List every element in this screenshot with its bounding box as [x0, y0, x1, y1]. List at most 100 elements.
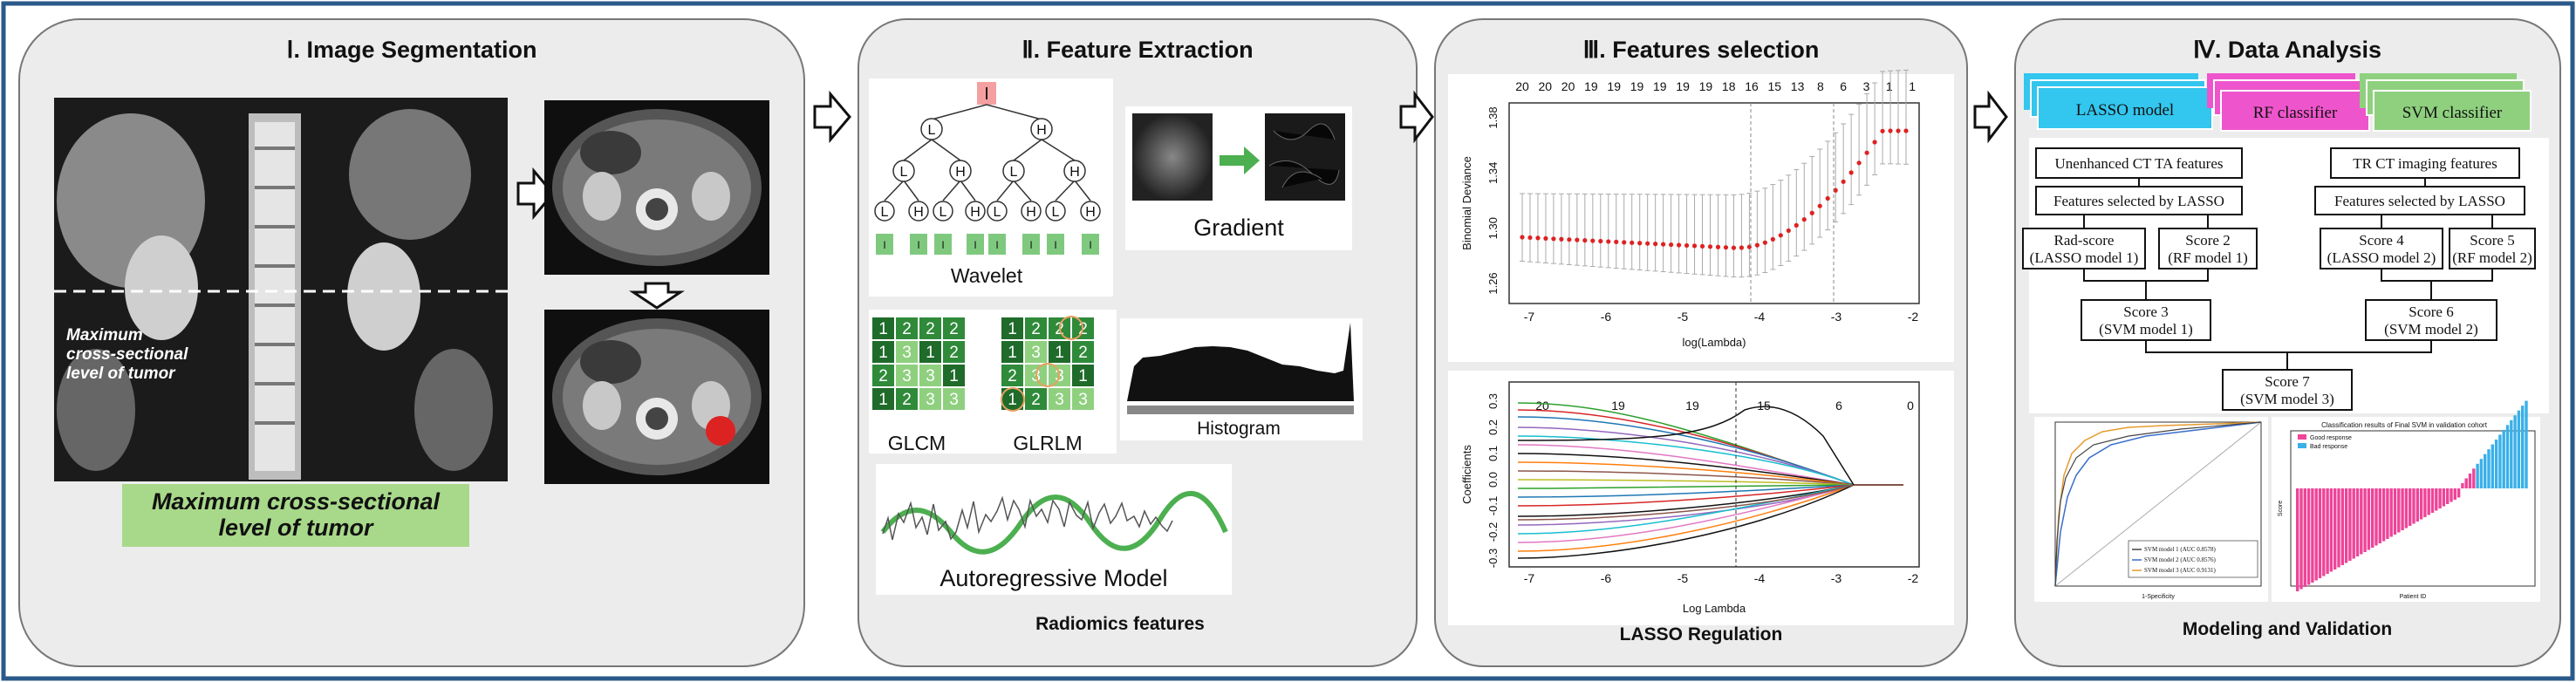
panel-feature-extraction: Ⅱ. Feature Extraction I	[858, 18, 1418, 667]
matrix-value: 2	[1008, 367, 1017, 385]
wavelet-leaf: I	[917, 239, 919, 251]
cv-point	[1590, 238, 1595, 243]
cv-top-tick: 20	[1515, 79, 1529, 93]
path-ylabel: Coefficients	[1460, 445, 1473, 504]
cv-xtick: -3	[1831, 310, 1842, 324]
waterfall-bar	[2355, 488, 2360, 556]
path-ytick: 0.0	[1486, 472, 1500, 488]
cv-point	[1622, 240, 1627, 245]
matrix-cell	[1049, 388, 1070, 410]
waterfall-bar	[2306, 488, 2311, 585]
cv-point	[1527, 235, 1533, 241]
cv-top-tick: 19	[1653, 79, 1667, 93]
waterfall-bar	[2491, 444, 2494, 488]
gradient-label: Gradient	[1193, 215, 1284, 241]
cv-point	[1535, 235, 1541, 241]
model-tabs: LASSO model RF classifier SVM classifier	[2024, 73, 2532, 132]
path-ytick: -0.2	[1486, 522, 1500, 542]
wavelet-node: H	[970, 205, 981, 220]
path-ytick: 0.1	[1486, 446, 1500, 461]
cv-point	[1669, 242, 1674, 248]
tumor-roi	[706, 416, 735, 446]
coef-path	[1517, 484, 1903, 521]
waterfall-bar	[2484, 454, 2487, 488]
coef-path	[1517, 484, 1903, 543]
matrix-cell	[896, 388, 918, 410]
cv-top-tick: 6	[1840, 79, 1847, 93]
waterfall-bar	[2502, 429, 2505, 488]
waterfall-bar	[2498, 434, 2502, 488]
cv-point	[1817, 203, 1822, 208]
matrix-cell	[1001, 365, 1023, 386]
cv-top-tick: 3	[1863, 79, 1870, 93]
matrix-value: 1	[926, 344, 935, 362]
matrix-value: 1	[878, 320, 888, 338]
path-xtick: -5	[1677, 571, 1689, 585]
coef-path	[1517, 484, 1903, 535]
arrow-right-icon	[813, 90, 851, 144]
matrix-cell	[1001, 341, 1023, 363]
autoregressive-diagram: Autoregressive Model	[876, 464, 1232, 595]
waterfall-ylabel: Score	[2278, 501, 2284, 516]
matrix-cell	[1072, 388, 1094, 410]
waterfall-bar	[2505, 425, 2510, 488]
path-xlabel: Log Lambda	[1683, 602, 1746, 615]
waterfall-bar	[2296, 488, 2299, 591]
matrix-value: 2	[1031, 391, 1041, 409]
cv-point	[1653, 242, 1658, 247]
matrix-cell	[872, 388, 894, 410]
cv-point	[1856, 160, 1862, 166]
cv-point	[1786, 228, 1791, 234]
waterfall-bar	[2423, 488, 2427, 517]
ar-label: Autoregressive Model	[940, 565, 1167, 591]
waterfall-bar	[2450, 488, 2453, 502]
wavelet-root: I	[984, 85, 989, 104]
coef-path	[1517, 484, 1903, 559]
waterfall-plot: Classification results of Final SVM in v…	[2272, 400, 2540, 602]
cv-point	[1825, 195, 1830, 201]
roc-plot: SVM model 1 (AUC 0.8578) SVM model 2 (AU…	[2034, 417, 2268, 602]
flowchart: Unenhanced CT TA features TR CT imaging …	[2022, 138, 2549, 413]
glrlm-label: GLRLM	[1013, 432, 1082, 454]
waterfall-bar	[2401, 488, 2404, 530]
wavelet-leaf: I	[941, 239, 944, 251]
wavelet-leaf: I	[1054, 239, 1056, 251]
path-xtick: -2	[1908, 571, 1919, 585]
waterfall-bar	[2367, 488, 2371, 550]
coef-path	[1517, 406, 1855, 486]
cv-top-tick: 19	[1699, 79, 1713, 93]
lasso-model-label: LASSO model	[2076, 101, 2174, 119]
wavelet-node: H	[955, 165, 966, 180]
cv-top-tick: 13	[1791, 79, 1805, 93]
path-ytick: 0.3	[1486, 393, 1500, 409]
waterfall-bar	[2430, 488, 2435, 513]
waterfall-bar	[2438, 488, 2442, 508]
matrix-cell	[943, 365, 965, 386]
matrix-cell	[1025, 341, 1047, 363]
matrix-value: 3	[926, 367, 935, 385]
matrix-cell	[896, 317, 918, 339]
arrow-right-icon	[1973, 90, 2008, 144]
matrix-value: 2	[949, 344, 959, 362]
flow-score-3-model: (SVM model 1)	[2099, 321, 2193, 338]
cv-ytick: 1.26	[1486, 272, 1500, 294]
waterfall-legend-item: Good response	[2310, 435, 2352, 441]
panel-title: Ⅳ. Data Analysis	[2193, 37, 2381, 63]
flow-score-4: Score 4	[2359, 232, 2404, 249]
cv-point	[1543, 235, 1548, 241]
wavelet-label: Wavelet	[951, 264, 1023, 287]
matrix-value: 1	[1008, 344, 1017, 362]
path-ytick: -0.1	[1486, 496, 1500, 515]
flow-score-2-model: (RF model 1)	[2168, 249, 2248, 266]
waterfall-bar	[2510, 419, 2513, 488]
path-xtick: -4	[1754, 571, 1766, 585]
panel-title: Ⅱ. Feature Extraction	[1022, 37, 1253, 63]
matrix-cell	[1025, 388, 1047, 410]
matrix-value: 2	[949, 320, 959, 338]
flow-rad-score-model: (LASSO model 1)	[2030, 249, 2139, 266]
waterfall-bar	[2517, 410, 2521, 488]
cv-point	[1707, 244, 1713, 249]
wavelet-leaf: I	[1029, 239, 1032, 251]
